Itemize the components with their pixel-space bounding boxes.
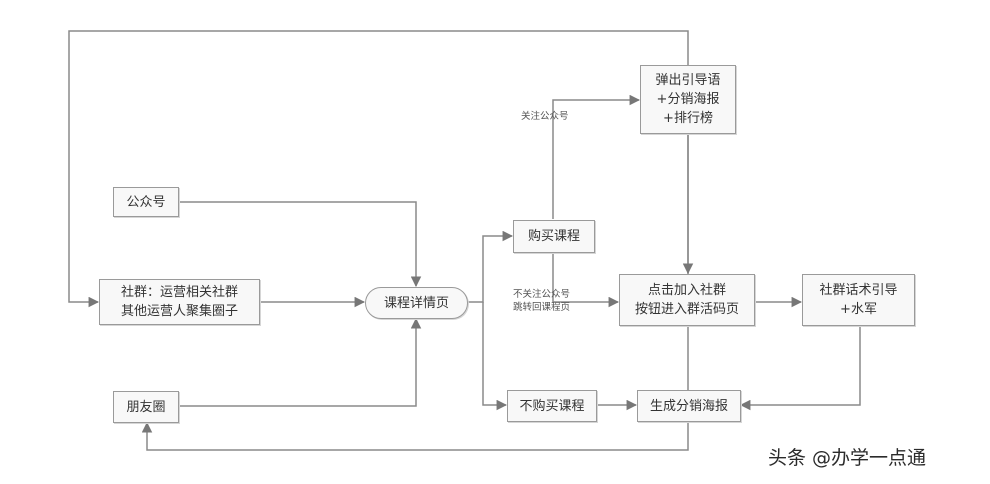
moments-to-detail-connector xyxy=(179,317,422,407)
detail-to-buy-connector xyxy=(468,230,514,303)
group-guide-node: 社群话术引导 +水军 xyxy=(802,274,915,326)
watermark-text: 头条 @办学一点通 xyxy=(768,447,927,469)
guide-popup-line1: 弹出引导语 xyxy=(655,73,721,88)
detail-to-notbuy-connector xyxy=(482,302,508,411)
loop-to-community-connector xyxy=(68,30,689,425)
not-follow-line2: 跳转回课程页 xyxy=(513,302,571,313)
join-group-line1: 点击加入社群 xyxy=(647,283,726,298)
guide-popup-node: 弹出引导语 +分销海报 +排行榜 xyxy=(640,65,736,134)
buy-to-join-connector xyxy=(552,253,620,308)
not-follow-edge-label: 不关注公众号 跳转回课程页 xyxy=(513,288,570,314)
wechat-to-detail-connector xyxy=(179,201,422,288)
group-guide-line2: +水军 xyxy=(840,302,877,317)
course-detail-node: 课程详情页 xyxy=(365,287,468,319)
community-label-line1: 社群：运营相关社群 xyxy=(120,285,238,300)
not-follow-line1: 不关注公众号 xyxy=(513,289,571,300)
group-guide-line1: 社群话术引导 xyxy=(819,283,898,298)
buy-course-node: 购买课程 xyxy=(513,220,595,253)
guide-popup-line2: +分销海报 xyxy=(656,92,720,107)
community-label-line2: 其他运营人聚集圈子 xyxy=(120,304,238,319)
moments-label: 朋友圈 xyxy=(126,399,166,415)
moments-node: 朋友圈 xyxy=(113,391,179,423)
generate-poster-label: 生成分销海报 xyxy=(649,398,728,414)
guide-to-poster-connector xyxy=(739,326,861,411)
follow-edge-label: 关注公众号 xyxy=(521,111,569,122)
join-group-line2: 按钮进入群活码页 xyxy=(634,302,739,317)
join-group-node: 点击加入社群 按钮进入群活码页 xyxy=(619,274,755,326)
course-detail-label: 课程详情页 xyxy=(383,295,449,311)
guide-popup-line3: +排行榜 xyxy=(663,111,713,126)
buy-to-popup-connector xyxy=(552,94,641,219)
generate-poster-node: 生成分销海报 xyxy=(637,390,741,422)
wechat-account-node: 公众号 xyxy=(113,187,179,217)
buy-course-label: 购买课程 xyxy=(527,229,580,244)
not-buy-course-label: 不购买课程 xyxy=(519,398,585,414)
community-node: 社群：运营相关社群 其他运营人聚集圈子 xyxy=(99,279,260,325)
not-buy-course-node: 不购买课程 xyxy=(507,390,597,422)
wechat-account-label: 公众号 xyxy=(126,194,166,210)
loop-to-moments-connector xyxy=(141,421,689,451)
